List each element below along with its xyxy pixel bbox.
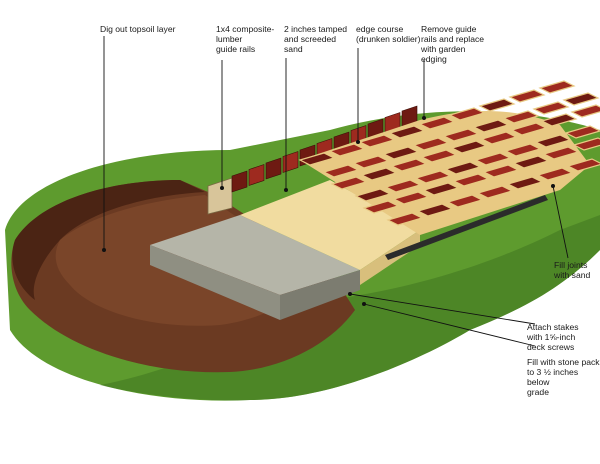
label-fill-stone: Fill with stone pack to 3 ½ inches below… bbox=[527, 357, 600, 397]
paver-brick bbox=[572, 137, 600, 151]
paver-brick bbox=[512, 155, 550, 169]
leader-dot-edge-course bbox=[356, 140, 360, 144]
paver-brick bbox=[412, 137, 450, 151]
guide-rail bbox=[207, 177, 233, 215]
stone-pack-top bbox=[150, 215, 360, 295]
paver-brick bbox=[382, 146, 420, 160]
paver-brick bbox=[358, 134, 396, 148]
paver-brick bbox=[414, 170, 452, 184]
paver-brick bbox=[392, 191, 430, 205]
leader-dot-remove-rails bbox=[422, 116, 426, 120]
paver-brick bbox=[422, 182, 460, 196]
leader-fill-stone bbox=[363, 303, 536, 347]
label-remove-rails: Remove guide rails and replace with gard… bbox=[421, 24, 485, 64]
leader-dot-fill-stone bbox=[362, 302, 366, 306]
soil-trench-wall bbox=[12, 180, 205, 300]
paver-brick bbox=[538, 80, 576, 94]
paver-brick bbox=[418, 116, 456, 130]
paver-brick bbox=[330, 176, 368, 190]
leader-dot-guide-rails bbox=[220, 186, 224, 190]
paver-brick bbox=[444, 161, 482, 175]
paver-brick bbox=[442, 128, 480, 142]
paver-brick bbox=[564, 125, 600, 139]
paver-brick bbox=[390, 158, 428, 172]
edge-brick bbox=[265, 157, 282, 180]
paver-brick bbox=[566, 158, 600, 172]
edge-brick bbox=[282, 151, 299, 173]
paver-brick bbox=[446, 194, 484, 208]
paver-brick bbox=[570, 104, 600, 118]
stone-pack-side bbox=[280, 270, 360, 320]
paver-brick bbox=[452, 173, 490, 187]
label-attach-stakes: Attach stakes with 1⅝-inch deck screws bbox=[527, 322, 579, 352]
paver-brick bbox=[360, 167, 398, 181]
leader-dot-fill-joints bbox=[551, 184, 555, 188]
edge-brick bbox=[231, 170, 248, 193]
label-guide-rails: 1x4 composite- lumber guide rails bbox=[216, 24, 275, 54]
paver-brick bbox=[388, 125, 426, 139]
paver-brick bbox=[542, 146, 580, 160]
paver-brick bbox=[450, 140, 488, 154]
paver-brick bbox=[480, 131, 518, 145]
paver-brick bbox=[328, 143, 366, 157]
paver-brick bbox=[384, 179, 422, 193]
paver-brick bbox=[362, 200, 400, 214]
leader-dot-dig-out bbox=[102, 248, 106, 252]
paver-brick bbox=[322, 164, 360, 178]
paver-brick bbox=[478, 98, 516, 112]
paver-brick bbox=[448, 107, 486, 121]
leader-dot-attach-stakes bbox=[348, 292, 352, 296]
label-edge-course: edge course (drunken soldier) bbox=[356, 24, 421, 44]
paver-brick bbox=[502, 110, 540, 124]
paver-brick bbox=[532, 101, 570, 115]
paver-bricks bbox=[298, 80, 600, 226]
leader-lines bbox=[103, 36, 569, 347]
paver-brick bbox=[416, 203, 454, 217]
stone-pack-front bbox=[150, 245, 280, 320]
paver-brick bbox=[506, 176, 544, 190]
paver-brick bbox=[420, 149, 458, 163]
paver-brick bbox=[476, 185, 514, 199]
paver-brick bbox=[352, 155, 390, 169]
paver-brick bbox=[562, 92, 600, 106]
paver-brick bbox=[298, 152, 336, 166]
paver-brick bbox=[474, 152, 512, 166]
paver-brick bbox=[504, 143, 542, 157]
leader-fill-joints bbox=[552, 185, 569, 259]
paver-brick bbox=[536, 167, 574, 181]
leader-dot-tamped-sand bbox=[284, 188, 288, 192]
paver-brick bbox=[472, 119, 510, 133]
paver-brick bbox=[534, 134, 572, 148]
paver-brick bbox=[482, 164, 520, 178]
paver-brick bbox=[510, 122, 548, 136]
paver-brick bbox=[354, 188, 392, 202]
paver-brick bbox=[386, 212, 424, 226]
label-fill-joints: Fill joints with sand bbox=[554, 260, 591, 280]
label-tamped-sand: 2 inches tamped and screeded sand bbox=[284, 24, 348, 54]
sand-bed-top bbox=[240, 180, 420, 270]
edge-brick bbox=[248, 164, 265, 186]
label-dig-out: Dig out topsoil layer bbox=[100, 24, 176, 34]
paver-brick bbox=[540, 113, 578, 127]
garden-edging bbox=[385, 195, 548, 260]
paver-brick bbox=[508, 89, 546, 103]
leader-attach-stakes bbox=[349, 293, 536, 325]
